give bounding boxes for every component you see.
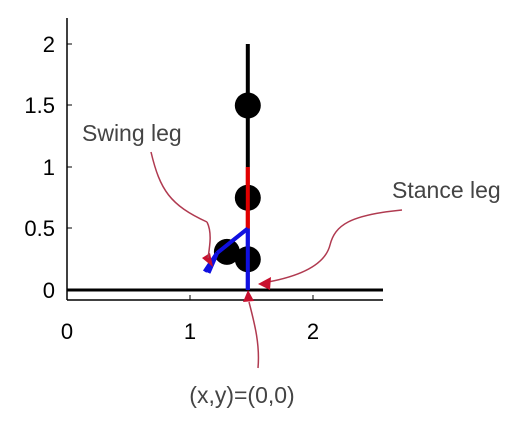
swing-leg-arrow bbox=[150, 151, 208, 223]
origin-arrow bbox=[248, 301, 260, 369]
origin-arrowhead bbox=[243, 290, 254, 302]
joint-mass-point bbox=[234, 92, 261, 119]
x-tick-label: 1 bbox=[184, 319, 196, 344]
y-tick-label: 1 bbox=[43, 155, 55, 180]
walker-model bbox=[203, 44, 261, 290]
stance-leg-arrowhead bbox=[258, 277, 271, 290]
stance-leg-label: Stance leg bbox=[392, 177, 501, 203]
y-tick-label: 0.5 bbox=[24, 216, 55, 241]
joint-mass-point bbox=[213, 238, 240, 265]
swing-leg-label: Swing leg bbox=[82, 120, 182, 146]
x-ticks: 0 1 2 bbox=[61, 295, 319, 344]
y-ticks: 0 0.5 1 1.5 2 bbox=[24, 32, 72, 303]
y-tick-label: 2 bbox=[43, 32, 55, 57]
y-tick-label: 1.5 bbox=[24, 93, 55, 118]
swing-thigh-overlay bbox=[215, 226, 250, 255]
x-tick-label: 2 bbox=[307, 319, 319, 344]
x-tick-label: 0 bbox=[61, 319, 73, 344]
stance-leg-arrow bbox=[267, 209, 403, 283]
origin-label: (x,y)=(0,0) bbox=[189, 382, 294, 408]
y-tick-label: 0 bbox=[43, 278, 55, 303]
swing-leg-arrow-tail bbox=[206, 221, 211, 259]
swing-leg-arrowhead bbox=[202, 253, 213, 267]
